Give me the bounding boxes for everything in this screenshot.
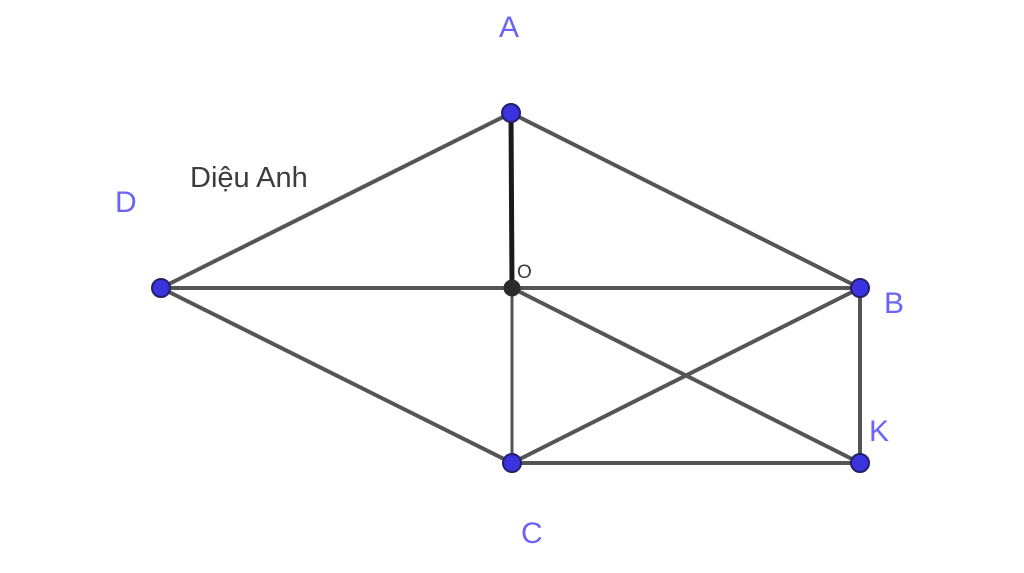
- segment-D-A: [159, 111, 513, 290]
- point-D[interactable]: [151, 278, 171, 298]
- point-label-K: K: [869, 415, 890, 448]
- points-group: [151, 103, 870, 473]
- point-label-A: A: [499, 11, 520, 44]
- point-O[interactable]: [503, 279, 521, 297]
- segment-A-O: [508, 110, 515, 291]
- segment-O-K: [510, 286, 862, 465]
- point-K[interactable]: [850, 453, 870, 473]
- segment-D-C: [159, 286, 514, 465]
- point-label-B: B: [884, 287, 905, 320]
- point-label-O: O: [517, 262, 532, 283]
- point-A[interactable]: [501, 103, 521, 123]
- point-label-C: C: [521, 517, 543, 550]
- point-label-D: D: [115, 186, 137, 219]
- point-C[interactable]: [502, 453, 522, 473]
- annotation-label-dieu-anh: Diệu Anh: [190, 162, 308, 194]
- segment-A-B: [509, 111, 862, 290]
- point-B[interactable]: [850, 278, 870, 298]
